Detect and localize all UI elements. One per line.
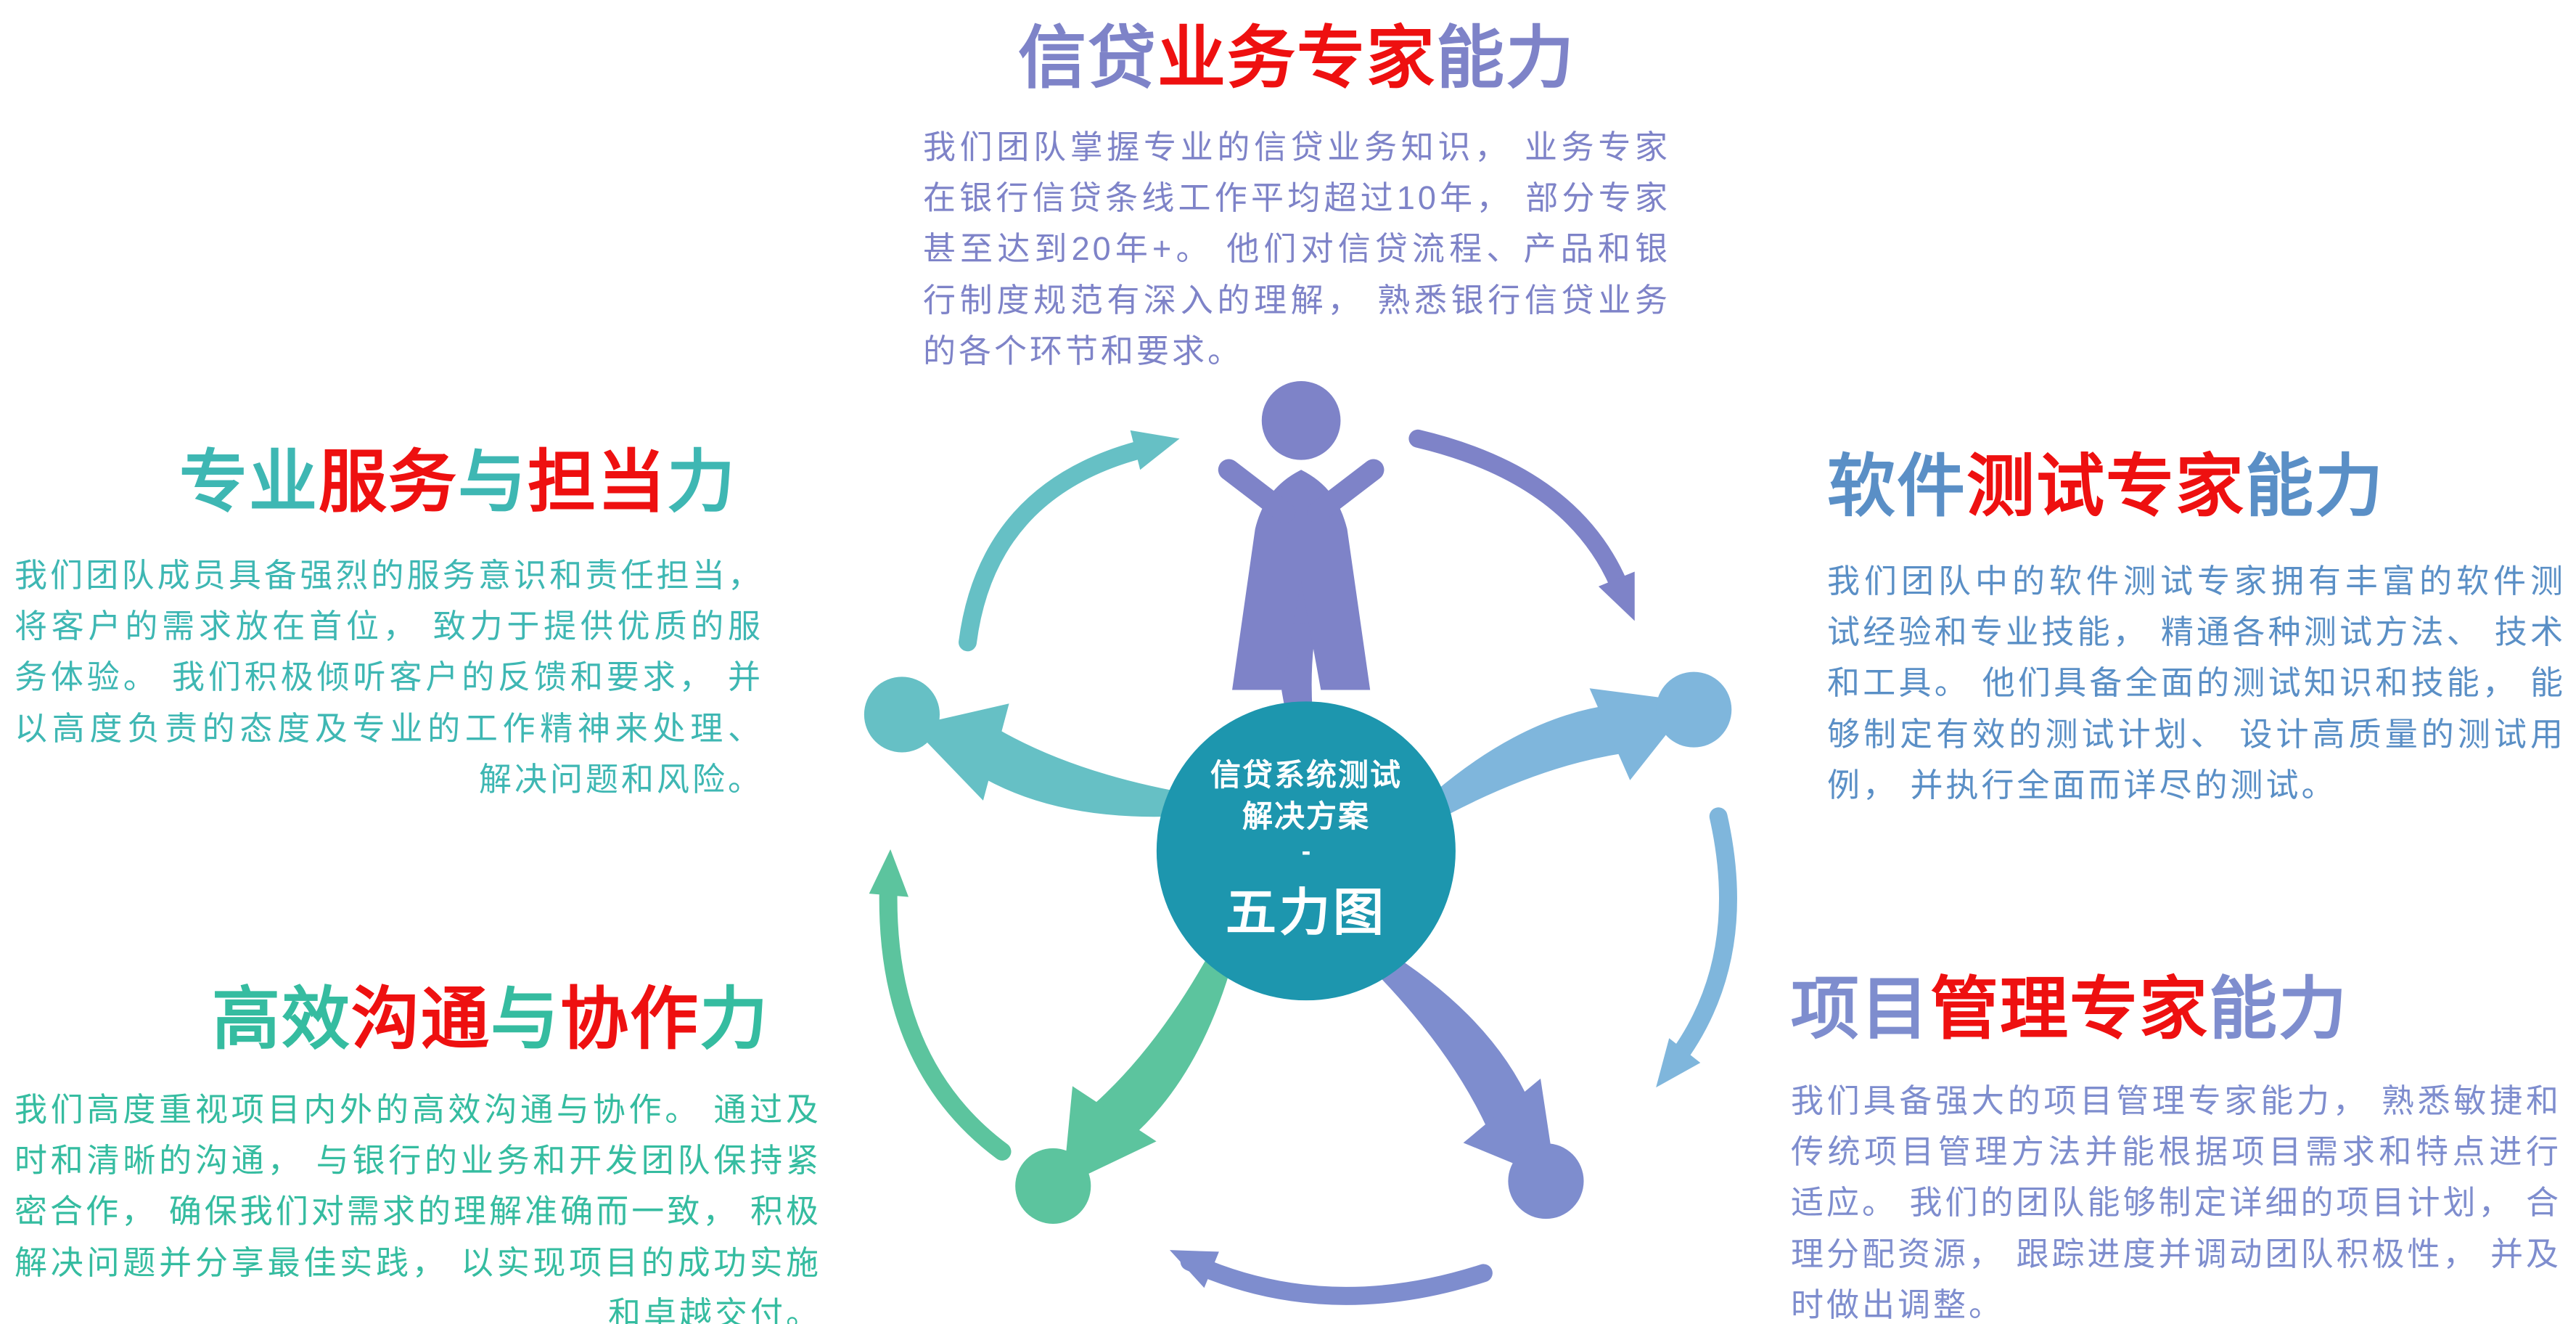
cycle-arrow-bottom-left-to-left xyxy=(869,849,1012,1161)
cycle-arrow-bottom-right-to-bottom-left xyxy=(1169,1250,1493,1305)
section-communication: 高效沟通与协作力 我们高度重视项目内外的高效沟通与协作。 通过及时和清晰的沟通，… xyxy=(15,980,821,1324)
title-segment-accent: 协作 xyxy=(560,981,700,1057)
section-title-communication: 高效沟通与协作力 xyxy=(87,980,894,1058)
person-icon xyxy=(1218,381,1385,690)
title-segment: 与 xyxy=(457,444,528,520)
node-head-right xyxy=(1656,671,1732,748)
cycle-arrow-top-to-right xyxy=(1408,429,1635,621)
center-label: 信贷系统测试 解决方案 - 五力图 xyxy=(1155,699,1457,1001)
center-title-line2: 解决方案 xyxy=(1242,798,1370,833)
title-segment: 能力 xyxy=(2209,970,2349,1047)
node-head-left xyxy=(864,677,940,753)
title-segment: 项目 xyxy=(1791,970,1931,1047)
section-credit-business: 信贷业务专家能力 我们团队掌握专业的信贷业务知识， 业务专家在银行信贷条线工作平… xyxy=(923,19,1670,377)
section-body-professional-service: 我们团队成员具备强烈的服务意识和责任担当， 将客户的需求放在首位， 致力于提供优… xyxy=(15,557,763,798)
section-project-management: 项目管理专家能力 我们具备强大的项目管理专家能力， 熟悉敏捷和传统项目管理方法并… xyxy=(1791,970,2561,1324)
title-segment-accent: 沟通 xyxy=(350,981,491,1057)
title-segment: 能力 xyxy=(1436,20,1576,96)
title-segment: 力 xyxy=(700,981,770,1057)
title-segment: 能力 xyxy=(2245,448,2385,524)
title-segment: 专业 xyxy=(179,444,319,520)
title-segment: 力 xyxy=(667,444,737,520)
center-circle xyxy=(1156,701,1456,1001)
section-title-project-management: 项目管理专家能力 xyxy=(1791,970,2561,1048)
section-title-software-testing: 软件测试专家能力 xyxy=(1827,447,2566,526)
node-head-bottom-right xyxy=(1508,1143,1584,1219)
section-title-credit-business: 信贷业务专家能力 xyxy=(923,19,1670,97)
title-segment-accent: 测试专家 xyxy=(1966,448,2246,524)
section-body-communication: 我们高度重视项目内外的高效沟通与协作。 通过及时和清晰的沟通， 与银行的业务和开… xyxy=(15,1091,821,1324)
node-head-bottom-left xyxy=(1015,1148,1091,1224)
title-segment-accent: 服务 xyxy=(318,444,458,520)
title-segment: 软件 xyxy=(1827,448,1967,524)
cycle-arrow-left-to-top xyxy=(959,430,1180,652)
cycle-arrow-right-to-bottom-right xyxy=(1656,807,1737,1088)
center-title-line1: 信贷系统测试 xyxy=(1210,757,1402,792)
section-professional-service: 专业服务与担当力 我们团队成员具备强烈的服务意识和责任担当， 将客户的需求放在首… xyxy=(15,443,763,805)
section-body-project-management: 我们具备强大的项目管理专家能力， 熟悉敏捷和传统项目管理方法并能根据项目需求和特… xyxy=(1791,1082,2562,1323)
center-divider: - xyxy=(1301,836,1311,867)
section-body-software-testing: 我们团队中的软件测试专家拥有丰富的软件测试经验和专业技能， 精通各种测试方法、 … xyxy=(1827,563,2566,804)
title-segment: 高效 xyxy=(211,981,351,1057)
title-segment-accent: 担当 xyxy=(528,444,668,520)
section-software-testing: 软件测试专家能力 我们团队中的软件测试专家拥有丰富的软件测试经验和专业技能， 精… xyxy=(1827,447,2566,811)
section-body-credit-business: 我们团队掌握专业的信贷业务知识， 业务专家在银行信贷条线工作平均超过10年， 部… xyxy=(923,128,1670,369)
title-segment: 与 xyxy=(490,981,560,1057)
center-title-main: 五力图 xyxy=(1226,884,1387,941)
title-segment-accent: 业务专家 xyxy=(1157,20,1436,96)
swoosh-arrow-bottom-left xyxy=(1062,912,1244,1186)
section-title-professional-service: 专业服务与担当力 xyxy=(83,443,832,521)
title-segment-accent: 管理专家 xyxy=(1930,970,2210,1047)
title-segment: 信贷 xyxy=(1017,20,1157,96)
